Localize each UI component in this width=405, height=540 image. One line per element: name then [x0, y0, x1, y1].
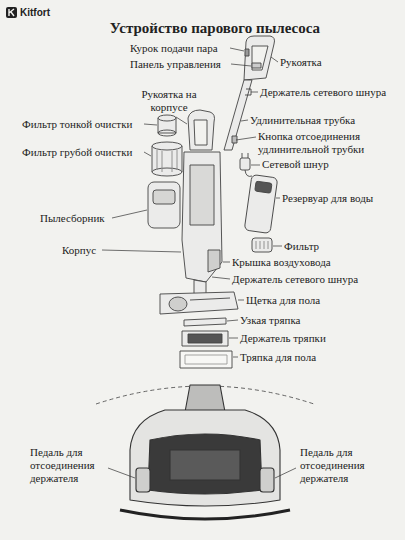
part-label: Педаль для отсоединения держателя	[300, 446, 382, 485]
label-slot: Фильтр	[284, 240, 319, 253]
part-label: Рукоятка	[280, 56, 322, 69]
part-label: Крышка воздуховода	[232, 256, 331, 269]
label-slot: Крышка воздуховода	[232, 256, 331, 269]
page-title: Устройство парового пылесоса	[25, 19, 405, 37]
label-slot: Kitfort	[20, 6, 50, 19]
brush-neck	[185, 385, 225, 412]
water-tank	[244, 174, 278, 233]
label-slot: Рукоятка	[280, 56, 322, 69]
floor-cloth	[180, 351, 232, 368]
brush-top-view	[130, 410, 280, 506]
brand-logo: Kitfort	[20, 6, 50, 19]
part-label: Рукоятка на корпусе	[140, 88, 198, 114]
label-slot: Резервуар для воды	[282, 192, 373, 205]
label-slot: Тряпка для пола	[240, 351, 316, 364]
filter	[252, 238, 272, 252]
part-label: Кнопка отсоединения удлинительной трубки	[258, 130, 386, 156]
body-handle	[188, 110, 215, 150]
label-slot: Курок подачи пара	[130, 42, 218, 55]
label-slot: Фильтр тонкой очистки	[22, 118, 132, 131]
label-slot: Щетка для пола	[246, 294, 320, 307]
body	[182, 152, 222, 282]
title-slot: Устройство парового пылесоса	[25, 19, 405, 37]
part-label: Фильтр грубой очистки	[22, 146, 132, 159]
logo-icon	[6, 7, 17, 18]
label-slot: Педаль для отсоединения держателя	[300, 446, 382, 485]
label-slot: Корпус	[62, 244, 96, 257]
part-label: Щетка для пола	[246, 294, 320, 307]
label-slot: Пылесборник	[40, 212, 105, 225]
handle	[244, 36, 275, 80]
part-label: Корпус	[62, 244, 96, 257]
label-slot: Панель управления	[130, 58, 221, 71]
part-label: Сетевой шнур	[262, 158, 329, 171]
label-slot: Педаль для отсоединения держателя	[30, 446, 108, 485]
part-label: Держатель тряпки	[240, 332, 326, 345]
label-slot: Держатель сетевого шнура	[232, 273, 358, 286]
part-label: Фильтр	[284, 240, 319, 253]
part-label: Панель управления	[130, 58, 221, 71]
part-label: Держатель сетевого шнура	[260, 86, 386, 99]
plug	[240, 158, 250, 170]
label-slot: Узкая тряпка	[240, 314, 300, 327]
part-label: Удлинительная трубка	[250, 114, 355, 127]
label-slot: Кнопка отсоединения удлинительной трубки	[258, 130, 386, 156]
label-slot: Удлинительная трубка	[250, 114, 355, 127]
pedal	[136, 468, 150, 492]
pedal	[260, 468, 274, 492]
label-slot: Рукоятка на корпусе	[140, 88, 198, 114]
part-label: Держатель сетевого шнура	[232, 273, 358, 286]
narrow-cloth	[184, 318, 226, 326]
label-slot: Держатель сетевого шнура	[260, 86, 386, 99]
part-label: Тряпка для пола	[240, 351, 316, 364]
part-label: Педаль для отсоединения держателя	[30, 446, 108, 485]
label-slot: Фильтр грубой очистки	[22, 146, 132, 159]
label-slot: Держатель тряпки	[240, 332, 326, 345]
part-label: Резервуар для воды	[282, 192, 373, 205]
part-label: Пылесборник	[40, 212, 105, 225]
label-slot: Сетевой шнур	[262, 158, 329, 171]
dust-container	[148, 182, 180, 228]
part-label: Фильтр тонкой очистки	[22, 118, 132, 131]
part-label: Узкая тряпка	[240, 314, 300, 327]
cloth-holder	[182, 331, 228, 346]
part-label: Курок подачи пара	[130, 42, 218, 55]
floor-brush	[160, 292, 238, 314]
